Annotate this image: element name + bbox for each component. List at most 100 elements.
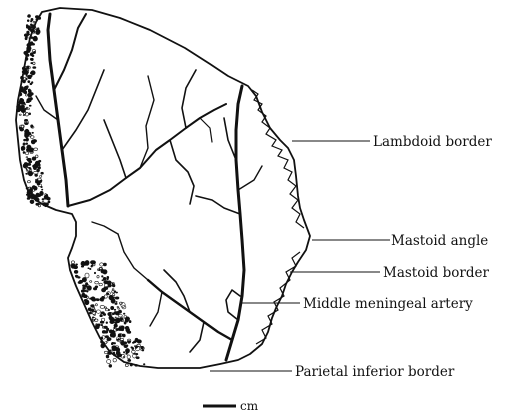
stipple-dot (88, 268, 89, 269)
stipple-dot (101, 343, 105, 348)
stipple-dot (25, 78, 27, 79)
stipple-dot (34, 51, 36, 52)
stipple-dot (102, 342, 103, 343)
stipple-dot (113, 294, 115, 296)
stipple-dot (110, 320, 115, 323)
stipple-dot (99, 283, 102, 286)
stipple-dot (41, 172, 44, 174)
stipple-dot (26, 157, 28, 158)
groove-lower-branch-d (150, 292, 162, 326)
stipple-dot (90, 281, 92, 283)
stipple-dot (125, 326, 129, 329)
stipple-dot (23, 143, 25, 146)
stipple-dot (31, 18, 33, 21)
stipple-dot (111, 350, 113, 351)
stipple-dot (101, 337, 103, 339)
groove-right-branch-1 (224, 118, 236, 160)
stippled-region-lower (71, 260, 145, 367)
stipple-dot (26, 102, 28, 103)
stipple-dot (20, 98, 23, 101)
stipple-dot (109, 295, 113, 300)
stipple-dot (135, 338, 138, 342)
stipple-dot (21, 108, 25, 112)
stipple-dot (116, 292, 118, 293)
stipple-dot (107, 360, 111, 364)
stipple-dot (31, 125, 33, 128)
stipple-dot (31, 24, 33, 26)
stipple-dot (92, 317, 94, 318)
stipple-dot (113, 358, 116, 361)
stipple-dot (35, 16, 38, 18)
stipple-dot (27, 20, 29, 22)
stipple-dot (40, 180, 42, 182)
vascular-grooves (36, 14, 262, 360)
stipple-dot (128, 359, 131, 361)
stipple-dot (130, 363, 133, 366)
stipple-dot (25, 94, 27, 96)
stipple-dot (27, 66, 29, 69)
stipple-dot (91, 305, 93, 307)
stipple-dot (29, 134, 32, 136)
stipple-dot (25, 129, 30, 133)
groove-central-horizontal (68, 104, 226, 206)
stipple-dot (21, 148, 23, 150)
stipple-dot (33, 21, 35, 23)
stipple-dot (102, 331, 106, 334)
stipple-dot (85, 273, 89, 278)
stipple-dot (24, 139, 26, 141)
stipple-dot (91, 265, 93, 267)
stipple-dot (112, 313, 114, 315)
stipple-dot (31, 31, 33, 32)
stipple-dot (103, 313, 106, 315)
groove-central-branch-up (104, 120, 126, 178)
stipple-dot (116, 301, 118, 302)
stipple-dot (42, 201, 44, 203)
stipple-dot (33, 67, 36, 69)
stipple-dot (101, 276, 103, 278)
stipple-dot (118, 308, 120, 309)
stipple-dot (31, 140, 35, 144)
stipple-dot (37, 183, 40, 185)
stipple-dot (27, 198, 30, 200)
stipple-dot (32, 186, 36, 189)
stipple-dot (94, 272, 95, 274)
stipple-dot (33, 165, 37, 167)
groove-right-trunk (226, 86, 244, 360)
scale-bar: cm (203, 399, 259, 413)
stipple-dot (95, 286, 98, 288)
stipple-dot (100, 314, 101, 316)
stipple-dot (87, 286, 91, 291)
stipple-dot (40, 193, 41, 195)
stipple-dot (81, 266, 84, 268)
stipple-dot (114, 309, 116, 310)
stipple-dot (100, 263, 104, 266)
groove-lower-branch-b (190, 322, 204, 352)
stipple-dot (25, 37, 27, 40)
stipple-dot (27, 31, 30, 33)
stipple-dot (115, 303, 117, 305)
stipple-dot (136, 357, 139, 359)
stipple-dot (117, 306, 119, 307)
stipple-dot (37, 169, 40, 172)
stipple-dot (26, 143, 28, 145)
groove-left-branch-1 (54, 14, 86, 90)
stipple-dot (19, 114, 21, 115)
stipple-dot (18, 111, 20, 112)
groove-lower-branch-c (118, 234, 148, 280)
stipple-dot (107, 278, 109, 280)
stipple-dot (107, 330, 108, 331)
stipple-dot (123, 351, 124, 353)
stipple-dot (120, 326, 124, 330)
stipple-dot (132, 342, 134, 343)
stipple-dot (105, 342, 107, 344)
groove-right-branch-2 (196, 196, 240, 214)
stipple-dot (106, 355, 109, 358)
groove-lower-branch-a (164, 270, 190, 312)
stipple-dot (29, 105, 31, 106)
stipple-dot (114, 319, 117, 321)
stipple-dot (101, 288, 105, 292)
stipple-dot (131, 347, 133, 348)
stipple-dot (28, 195, 30, 197)
